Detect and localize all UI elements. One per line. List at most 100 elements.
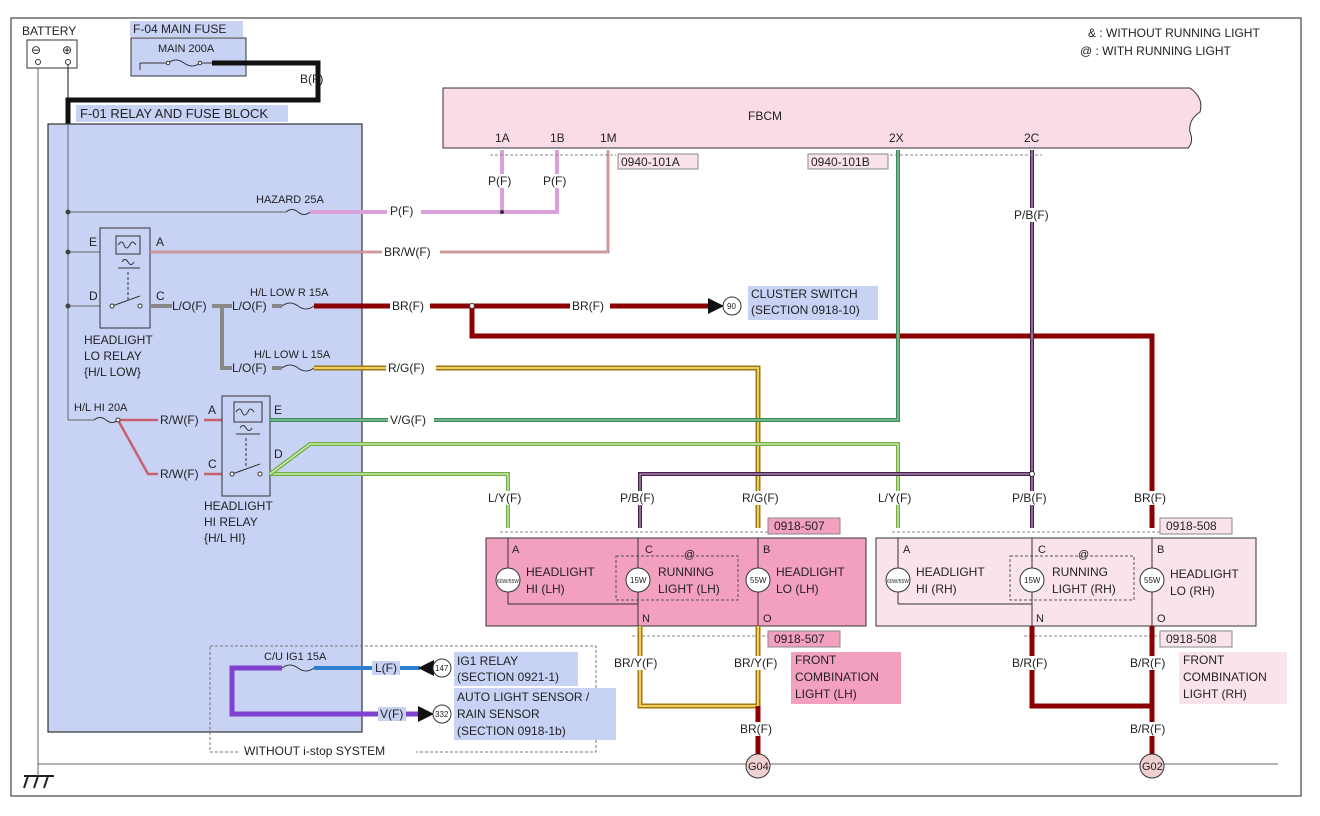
rh-hi-watt: 60W/55W [887,579,909,585]
lh-pin-n: N [642,613,650,625]
cluster-switch-label-bg [748,286,878,320]
lh-conn-bottom [767,630,841,648]
wire-br-rh [1029,626,1155,756]
rh-run-watt: 15W [1024,576,1041,585]
lh-desc-1: FRONT [795,653,837,667]
auto-ref: 332 [435,710,449,719]
lh-conn-top-label: 0918-507 [774,519,825,533]
fbcm-conn-a-label: 0940-101A [621,155,680,169]
lo-relay-label-2: LO RELAY [84,349,142,363]
wire-pf-1b [502,150,559,214]
fbcm-box [442,87,1202,149]
ig1-line1: IG1 RELAY [457,654,518,668]
rh-run-label-1: RUNNING [1052,565,1108,579]
lh-conn-top [767,517,841,535]
fuse-hazard-icon [285,209,311,215]
lh-hi-label-1: HEADLIGHT [526,565,595,579]
wire-label-brrf-3: B/R(F) [1130,722,1165,736]
rh-pin-b: B [1157,544,1164,556]
lo-relay-pin-d: D [89,289,98,303]
fuse-cu-ig1-icon [281,664,315,672]
auto-line1: AUTO LIGHT SENSOR / [457,690,590,704]
wire-label-pf-1b: P(F) [543,174,566,188]
wire-label-rgf-lh: R/G(F) [742,491,779,505]
fuse-hl-low-l-icon [281,364,315,372]
lh-pin-b: B [763,544,770,556]
rh-run-label-2: LIGHT (RH) [1052,582,1116,596]
fuse-hl-low-r-icon [281,302,315,310]
lo-relay-pin-a: A [156,235,164,249]
battery-minus-icon: ⊖ [31,43,41,57]
main-fuse-title: F-04 MAIN FUSE [133,22,226,36]
hi-relay-pin-a: A [208,403,216,417]
wire-rg [314,365,761,528]
fbcm-pin-1a: 1A [495,131,510,145]
lh-conn-bottom-label: 0918-507 [774,632,825,646]
ground-g04-label: G04 [748,761,769,773]
ig1-ref: 147 [435,664,449,673]
fbcm-conn-a [617,153,699,170]
rh-conn-bottom [1159,630,1233,648]
fuse-cu-ig1-label: C/U IG1 15A [264,651,327,663]
lh-pin-a: A [512,544,520,556]
lh-hi-label-2: HI (LH) [526,582,565,596]
lh-run-watt: 15W [630,576,647,585]
lo-relay-label-3: {H/L LOW} [84,365,141,379]
rh-hi-label-2: HI (RH) [916,582,957,596]
lh-at: @ [684,549,695,561]
wire-br-rh-lo [469,306,1155,528]
wire-label-rwf-1: R/W(F) [160,413,199,427]
wire-label-vgf: V/G(F) [390,413,426,427]
rh-desc-1: FRONT [1183,653,1225,667]
wire-label-vf: V(F) [380,707,403,721]
front-combination-rh [875,537,1257,627]
lh-desc-3: LIGHT (LH) [795,687,857,701]
relay-block-title-bg [76,105,288,122]
hi-relay-label-2: HI RELAY [204,515,258,529]
front-combination-lh [485,537,867,627]
rh-conn-top-label: 0918-508 [1166,519,1217,533]
fbcm-pin-1b: 1B [550,131,565,145]
wire-label-bryf-2: BR/Y(F) [734,656,777,670]
rh-conn-top [1159,517,1233,535]
fuse-hazard-label: HAZARD 25A [256,194,325,206]
main-fuse-rating: MAIN 200A [158,43,215,55]
relay-block-title: F-01 RELAY AND FUSE BLOCK [80,106,268,121]
rh-lo-label-1: HEADLIGHT [1170,567,1239,581]
rh-pin-c: C [1038,544,1046,556]
lh-run-label-1: RUNNING [658,565,714,579]
hi-relay-pin-d: D [274,447,283,461]
legend-without-running: & : WITHOUT RUNNING LIGHT [1088,26,1260,40]
rh-pin-n: N [1036,613,1044,625]
wire-label-brf-2: BR(F) [572,299,604,313]
lh-lo-watt: 55W [750,576,767,585]
wire-label-pbf-rh: P/B(F) [1012,491,1047,505]
ig1-label-bg [454,652,578,686]
wire-label-brf-1: BR(F) [392,299,424,313]
rh-at: @ [1078,549,1089,561]
cluster-ref: 90 [727,302,736,311]
wire-b-main [65,60,321,124]
fuse-hl-low-l-label: H/L LOW L 15A [254,349,331,361]
battery-label: BATTERY [22,24,76,38]
wire-label-lof-3: L/O(F) [232,361,267,375]
fbcm-pin-2c: 2C [1024,131,1040,145]
lh-pin-o: O [763,613,772,625]
lh-run-label-2: LIGHT (LH) [658,582,720,596]
rh-desc-2: COMBINATION [1183,670,1267,684]
wire-label-bryf-1: BR/Y(F) [614,656,657,670]
wire-label-rgf: R/G(F) [388,361,425,375]
wire-vg [270,150,900,422]
istop-note: WITHOUT i-stop SYSTEM [244,744,385,758]
auto-line3: (SECTION 0918-1b) [457,724,566,738]
wire-v-auto [229,665,420,717]
battery-plus-icon: ⊕ [62,43,72,57]
ground-g04 [745,753,771,779]
auto-label-bg [454,688,616,740]
wire-label-brrf-2: B/R(F) [1130,656,1165,670]
hi-relay-label-1: HEADLIGHT [204,499,273,513]
lh-pin-c: C [645,544,653,556]
ground-g02-label: G02 [1142,761,1163,773]
fuse-hl-low-r-label: H/L LOW R 15A [250,287,329,299]
wire-label-brwf: BR/W(F) [384,245,431,259]
